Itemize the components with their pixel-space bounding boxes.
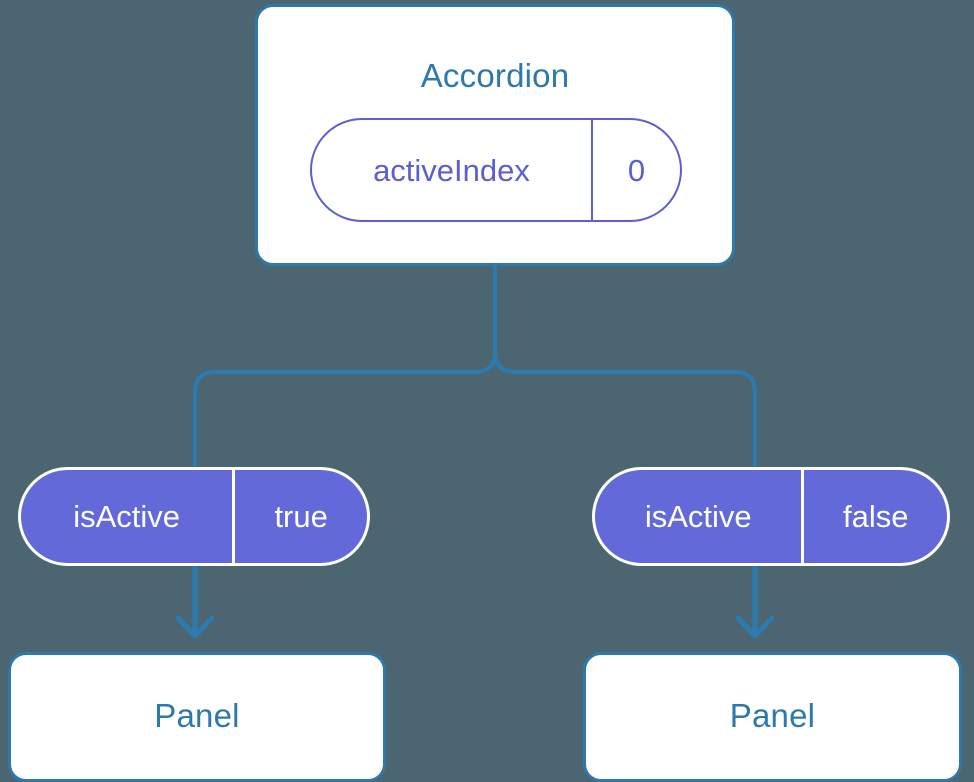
accordion-title: Accordion <box>420 57 570 94</box>
state-pill-active-index[interactable]: activeIndex 0 <box>310 118 682 222</box>
prop-pill-is-active-right[interactable]: isActive false <box>592 467 950 566</box>
state-pill-key: activeIndex <box>373 152 530 188</box>
panel-component-card-left[interactable]: Panel <box>8 652 386 782</box>
prop-pill-value: true <box>232 470 367 563</box>
panel-title-right: Panel <box>729 697 816 734</box>
tree-connector-path <box>193 264 497 470</box>
prop-pill-is-active-left[interactable]: isActive true <box>18 467 370 566</box>
panel-title-left: Panel <box>154 697 240 734</box>
arrow-down-right-icon <box>735 565 775 639</box>
prop-pill-key: isActive <box>644 499 752 534</box>
panel-component-card-right[interactable]: Panel <box>583 652 962 782</box>
arrow-down-left-icon <box>175 565 215 639</box>
prop-pill-key: isActive <box>73 499 181 534</box>
tree-connector-path-right <box>493 264 757 470</box>
prop-pill-value: false <box>801 470 947 563</box>
state-pill-value: 0 <box>590 120 680 220</box>
